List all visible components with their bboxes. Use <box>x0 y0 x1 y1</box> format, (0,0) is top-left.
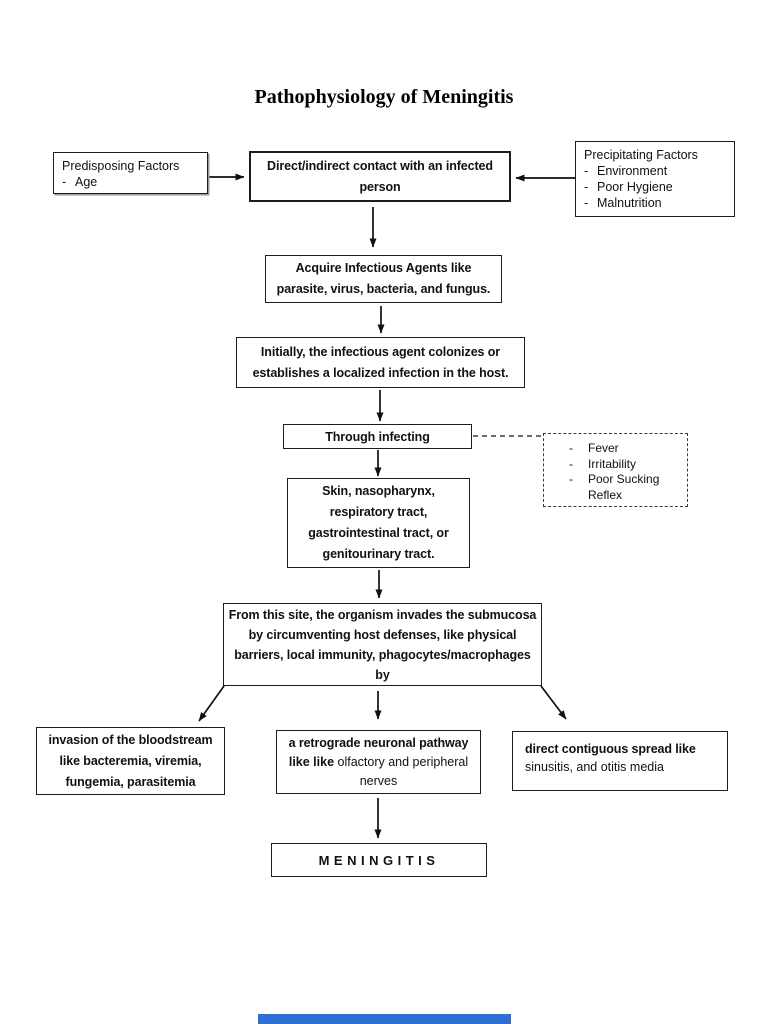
list-item: - Irritability <box>554 457 683 473</box>
contiguous-spread-box: direct contiguous spread like sinusitis,… <box>512 731 728 791</box>
predisposing-title: Predisposing Factors <box>62 159 180 173</box>
text-line: fungemia, parasitemia <box>65 774 196 789</box>
contact-box: Direct/indirect contact with an infected… <box>249 151 511 202</box>
text-line: sinusitis, and otitis media <box>525 760 664 774</box>
list-item: - Fever <box>554 441 683 457</box>
through-infecting-box: Through infecting <box>283 424 472 449</box>
page-title: Pathophysiology of Meningitis <box>254 86 514 108</box>
list-item: - Malnutrition <box>584 195 726 211</box>
list-item-label: Poor Hygiene <box>597 180 673 194</box>
bullet-dash: - <box>584 180 589 194</box>
text-line: like like olfactory and peripheral <box>289 753 468 772</box>
text-line: gastrointestinal tract, or <box>308 526 449 540</box>
bloodstream-invasion-box: invasion of the bloodstream like bactere… <box>36 727 225 795</box>
localized-infection-box: Initially, the infectious agent colonize… <box>236 337 525 388</box>
bullet-dash: - <box>62 175 67 189</box>
list-item-label: Environment <box>597 164 668 178</box>
precipitating-title: Precipitating Factors <box>584 148 698 162</box>
text-line: Direct/indirect contact with an infected <box>267 158 493 173</box>
text-line: by circumventing host defenses, like phy… <box>248 627 517 642</box>
entry-sites-box: Skin, nasopharynx, respiratory tract, ga… <box>287 478 470 568</box>
list-item-label: Irritability <box>588 456 637 471</box>
text-line: person <box>359 179 401 194</box>
bullet-dash: - <box>584 196 589 210</box>
bullet-dash: - <box>569 441 573 455</box>
text-line: a retrograde neuronal pathway <box>288 735 469 750</box>
arrow-invasion-to-bloodstream <box>198 685 225 722</box>
text-segment-bold: like like <box>288 754 335 769</box>
bullet-dash: - <box>569 456 573 471</box>
acquire-agents-box: Acquire Infectious Agents like parasite,… <box>265 255 502 303</box>
text-line: respiratory tract, <box>329 505 428 519</box>
predisposing-factors-box: Predisposing Factors - Age <box>53 152 208 194</box>
text-line: From this site, the organism invades the… <box>228 607 537 622</box>
list-item: - Age <box>62 174 199 190</box>
text-line: establishes a localized infection in the… <box>252 365 509 380</box>
meningitis-label: MENINGITIS <box>318 852 440 868</box>
precipitating-factors-box: Precipitating Factors - Environment - Po… <box>575 141 735 217</box>
neuronal-pathway-box: a retrograde neuronal pathway like like … <box>276 730 481 794</box>
text-line: by <box>375 667 390 682</box>
list-item: - Environment <box>584 163 726 179</box>
text-line: parasite, virus, bacteria, and fungus. <box>276 282 491 296</box>
list-item-label: Fever <box>588 441 619 455</box>
text-segment: olfactory and peripheral <box>337 754 469 769</box>
bullet-dash: - <box>584 164 589 178</box>
text-line: Initially, the infectious agent colonize… <box>260 344 501 359</box>
text-line: nerves <box>359 773 398 788</box>
text-line: Acquire Infectious Agents like <box>295 261 472 275</box>
arrow-invasion-to-contiguous <box>540 685 567 720</box>
text-line: Through infecting <box>325 429 430 444</box>
text-line: barriers, local immunity, phagocytes/mac… <box>234 647 531 662</box>
list-item-label: Age <box>75 175 98 189</box>
symptoms-dashed-box: - Fever - Irritability - Poor Sucking Re… <box>543 433 688 507</box>
submucosa-invasion-box: From this site, the organism invades the… <box>223 603 542 686</box>
bullet-dash: - <box>569 472 573 486</box>
list-item: - Poor Hygiene <box>584 179 726 195</box>
meningitis-box: MENINGITIS <box>271 843 487 877</box>
text-line: like bacteremia, viremia, <box>59 753 202 768</box>
text-line: Skin, nasopharynx, <box>322 484 435 498</box>
list-item: - Poor Sucking Reflex <box>554 472 683 503</box>
text-line: invasion of the bloodstream <box>48 732 213 747</box>
page-footer-accent-bar <box>258 1014 511 1024</box>
list-item-label: Poor Sucking Reflex <box>588 472 660 502</box>
text-line: direct contiguous spread like <box>525 742 696 756</box>
text-line: genitourinary tract. <box>322 547 435 561</box>
list-item-label: Malnutrition <box>597 196 662 210</box>
